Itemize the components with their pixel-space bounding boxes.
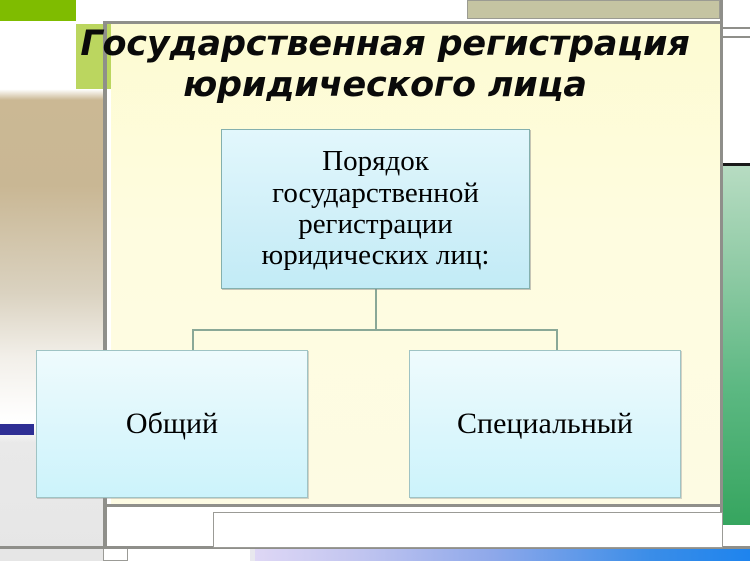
frame-line-upper-right-horizontal-2 — [720, 36, 750, 38]
bottom-gradient-bar — [255, 549, 750, 561]
blue-accent-tab — [0, 424, 34, 435]
diagram-node-special-label: Специальный — [457, 407, 633, 440]
page-title-line-2: юридического лица — [183, 64, 587, 105]
diagram-node-root-label: Порядок государственной регистрации юрид… — [261, 145, 490, 272]
connector-horizontal-bus — [192, 329, 558, 331]
connector-left-drop — [192, 329, 194, 351]
frame-line-left-vertical — [103, 21, 107, 561]
connector-right-drop — [556, 329, 558, 351]
green-gradient-strip — [723, 163, 750, 525]
frame-line-top-horizontal — [103, 21, 723, 24]
diagram-node-root[interactable]: Порядок государственной регистрации юрид… — [221, 129, 530, 289]
lower-white-panel — [213, 512, 723, 548]
khaki-accent-rectangle — [467, 0, 720, 19]
lower-white-panel-small — [103, 549, 128, 561]
frame-line-right-vertical — [720, 0, 723, 561]
page-title: Государственная регистрация юридического… — [70, 24, 700, 105]
diagram-node-general-label: Общий — [125, 407, 219, 440]
page-title-line-1: Государственная регистрация — [80, 24, 690, 64]
green-accent-chip-top — [0, 0, 76, 21]
frame-line-upper-right-horizontal — [720, 27, 750, 29]
diagram-node-special[interactable]: Специальный — [409, 350, 681, 498]
frame-line-mid-horizontal — [103, 504, 723, 507]
bottom-bar-edge — [250, 549, 256, 561]
diagram-node-general[interactable]: Общий — [36, 350, 308, 498]
connector-root-stem — [375, 289, 377, 330]
